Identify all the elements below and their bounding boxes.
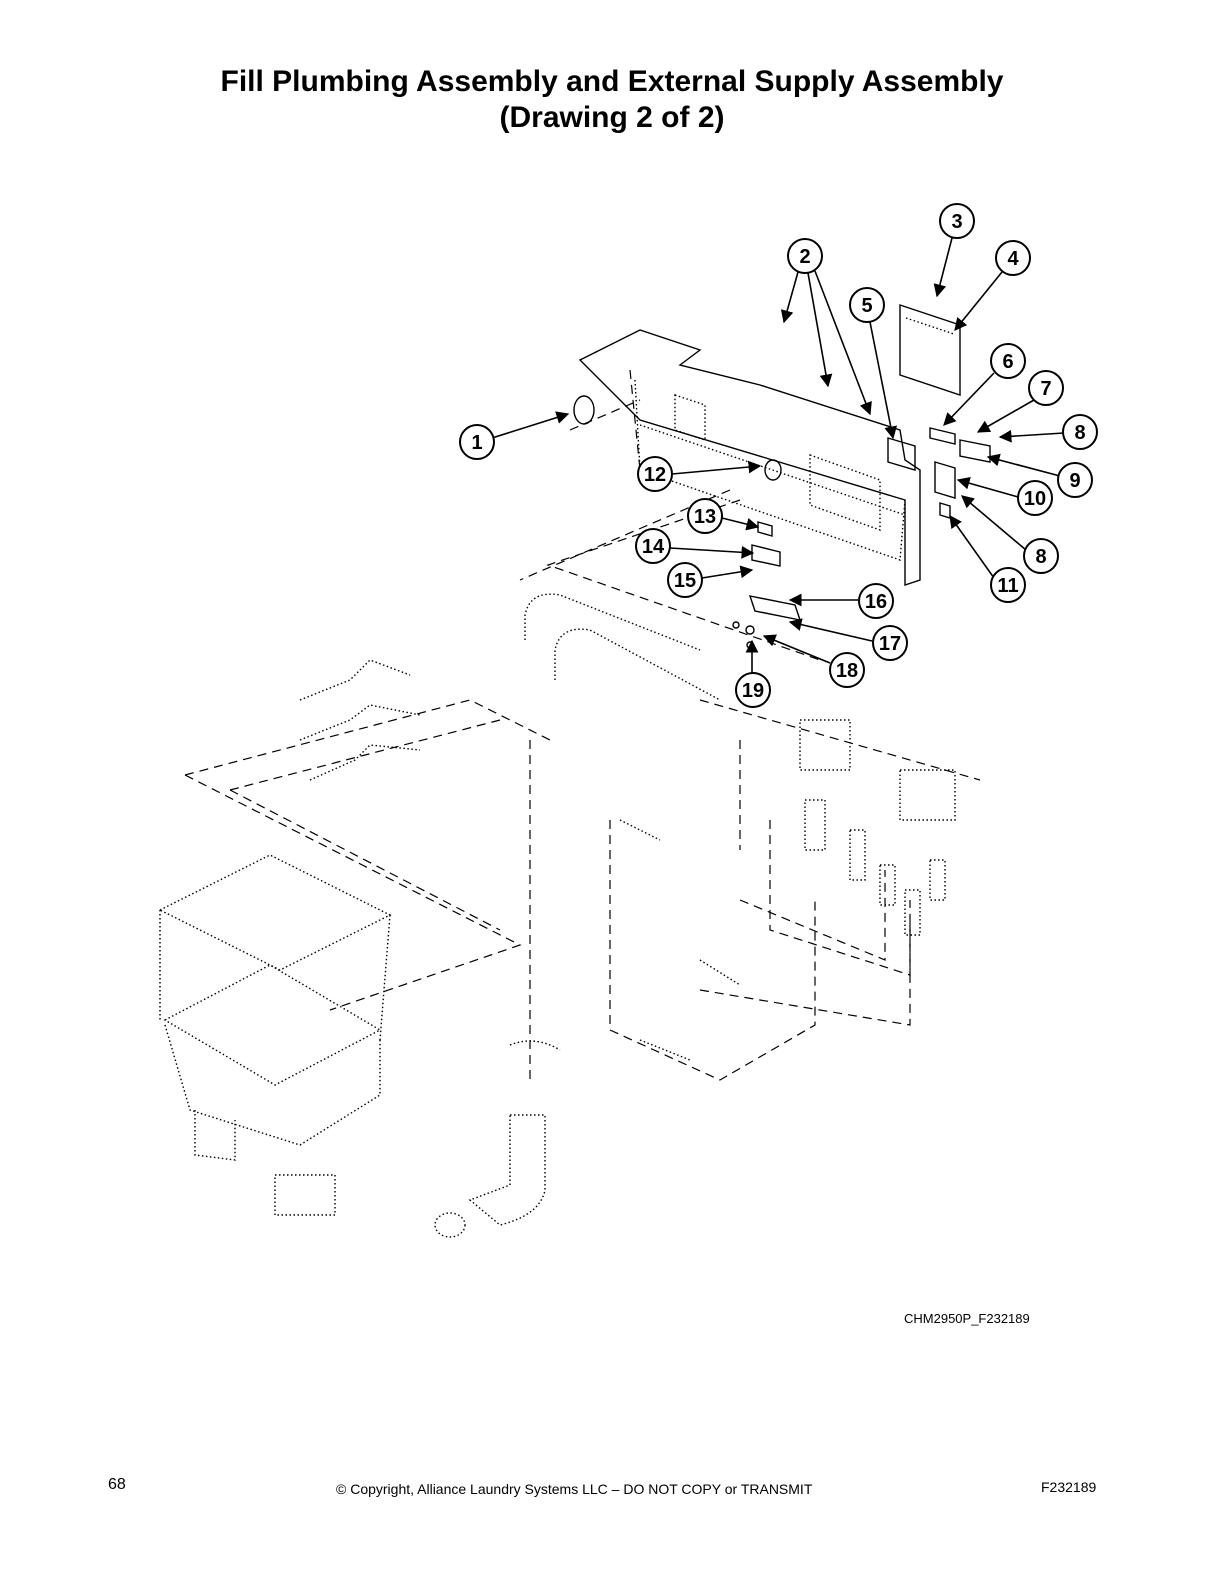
svg-text:14: 14 bbox=[642, 536, 665, 558]
callout-4: 4 bbox=[995, 240, 1031, 276]
callout-12: 12 bbox=[637, 456, 673, 492]
terminal-block bbox=[887, 427, 991, 519]
callout-17: 17 bbox=[872, 625, 908, 661]
callout-6: 6 bbox=[990, 343, 1026, 379]
hoses bbox=[299, 593, 741, 1061]
callout-9: 9 bbox=[1057, 462, 1093, 498]
panel-cover bbox=[899, 304, 961, 396]
callout-18: 18 bbox=[829, 652, 865, 688]
callout-14: 14 bbox=[635, 528, 671, 564]
svg-text:19: 19 bbox=[742, 680, 764, 702]
svg-text:2: 2 bbox=[799, 246, 810, 268]
svg-text:1: 1 bbox=[471, 432, 482, 454]
svg-text:18: 18 bbox=[836, 660, 858, 682]
callout-3: 3 bbox=[939, 203, 975, 239]
svg-text:13: 13 bbox=[694, 506, 716, 528]
callout-16: 16 bbox=[858, 583, 894, 619]
callout-5: 5 bbox=[849, 287, 885, 323]
svg-text:15: 15 bbox=[674, 570, 696, 592]
page-title: Fill Plumbing Assembly and External Supp… bbox=[220, 65, 1004, 98]
svg-text:6: 6 bbox=[1002, 351, 1013, 373]
drain-hose bbox=[434, 1040, 561, 1238]
callout-leaders bbox=[491, 237, 1065, 673]
document-id: F232189 bbox=[1041, 1479, 1097, 1495]
svg-text:10: 10 bbox=[1024, 488, 1046, 510]
svg-text:12: 12 bbox=[644, 464, 666, 486]
assembly-lines bbox=[184, 399, 981, 1081]
callout-1: 1 bbox=[459, 424, 495, 460]
callout-7: 7 bbox=[1028, 370, 1064, 406]
callout-11: 11 bbox=[990, 567, 1026, 603]
page-number: 68 bbox=[108, 1476, 126, 1493]
svg-text:7: 7 bbox=[1040, 378, 1051, 400]
bracket-assembly bbox=[732, 521, 802, 649]
page-subtitle: (Drawing 2 of 2) bbox=[499, 101, 725, 134]
back-panel bbox=[578, 329, 921, 586]
callout-15: 15 bbox=[667, 562, 703, 598]
drawing-code: CHM2950P_F232189 bbox=[904, 1311, 1030, 1326]
callout-8-lower: 8 bbox=[1023, 538, 1059, 574]
svg-text:9: 9 bbox=[1069, 470, 1080, 492]
dispenser-tray bbox=[158, 854, 392, 1216]
svg-text:8: 8 bbox=[1035, 546, 1046, 568]
callout-2: 2 bbox=[787, 238, 823, 274]
callout-8-upper: 8 bbox=[1062, 414, 1098, 450]
svg-text:5: 5 bbox=[861, 295, 872, 317]
svg-text:17: 17 bbox=[879, 633, 901, 655]
svg-text:11: 11 bbox=[997, 575, 1018, 597]
copyright-notice: © Copyright, Alliance Laundry Systems LL… bbox=[336, 1481, 813, 1497]
svg-text:8: 8 bbox=[1074, 422, 1085, 444]
callout-10: 10 bbox=[1017, 480, 1053, 516]
water-valves bbox=[799, 719, 956, 936]
svg-text:3: 3 bbox=[951, 211, 962, 233]
callout-13: 13 bbox=[687, 498, 723, 534]
svg-text:4: 4 bbox=[1007, 248, 1019, 270]
svg-text:16: 16 bbox=[865, 591, 887, 613]
callout-19: 19 bbox=[735, 672, 771, 708]
